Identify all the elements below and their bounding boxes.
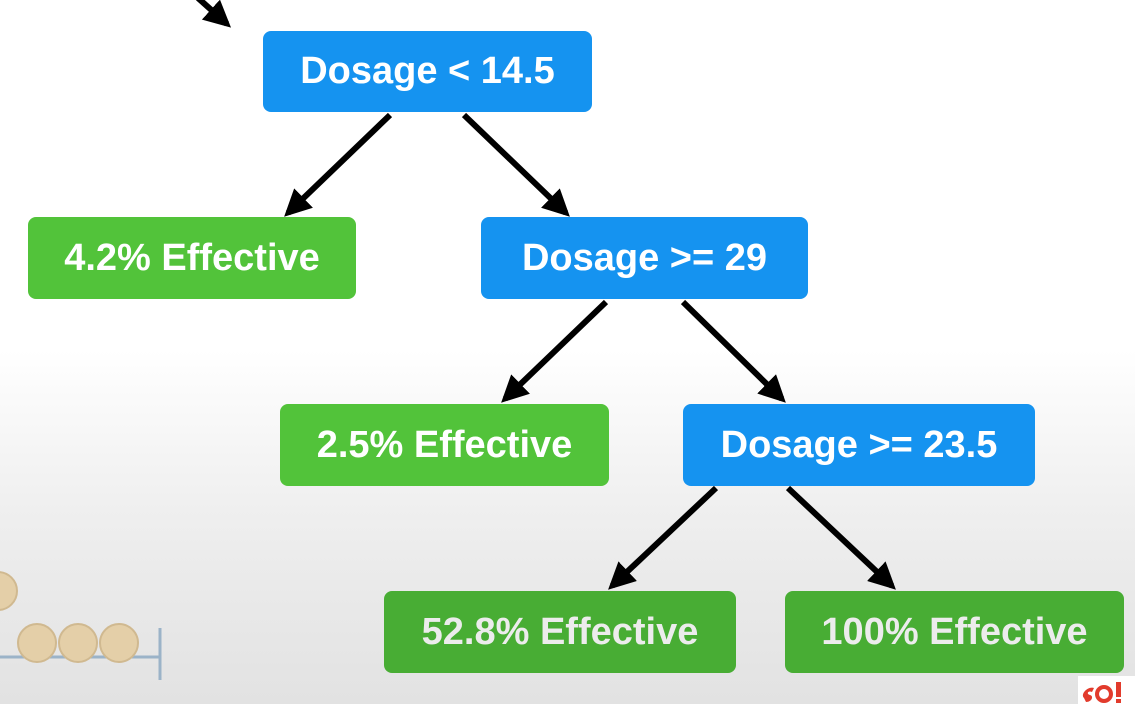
edge-incoming-root: [195, 0, 232, 28]
leaf-4-label: 100% Effective: [821, 610, 1088, 653]
data-point-bead: [17, 623, 57, 663]
edge-node-2-to-leaf-2: [501, 299, 609, 403]
root-decision-node: Dosage < 14.5: [263, 31, 592, 112]
edge-node-2-to-node-3: [680, 299, 786, 403]
data-point-bead: [58, 623, 98, 663]
leaf-node-2: 2.5% Effective: [280, 404, 609, 486]
leaf-1-label: 4.2% Effective: [64, 236, 320, 279]
data-point-bead: [99, 623, 139, 663]
root-decision-label: Dosage < 14.5: [300, 50, 555, 92]
leaf-node-1: 4.2% Effective: [28, 217, 356, 299]
edge-root-to-leaf-1: [284, 112, 393, 217]
edge-root-to-node-2: [461, 112, 570, 217]
leaf-node-3: 52.8% Effective: [384, 591, 736, 673]
decision-2-label: Dosage >= 29: [521, 236, 768, 279]
edge-node-3-to-leaf-4: [785, 485, 896, 590]
leaf-3-label: 52.8% Effective: [421, 610, 699, 653]
leaf-2-label: 2.5% Effective: [316, 423, 573, 466]
decision-node-2: Dosage >= 29: [481, 217, 808, 299]
decision-3-label: Dosage >= 23.5: [720, 423, 998, 466]
leaf-node-4: 100% Effective: [785, 591, 1124, 673]
channel-logo-icon: [1078, 676, 1135, 704]
decision-node-3: Dosage >= 23.5: [683, 404, 1035, 486]
edge-node-3-to-leaf-3: [608, 485, 719, 590]
